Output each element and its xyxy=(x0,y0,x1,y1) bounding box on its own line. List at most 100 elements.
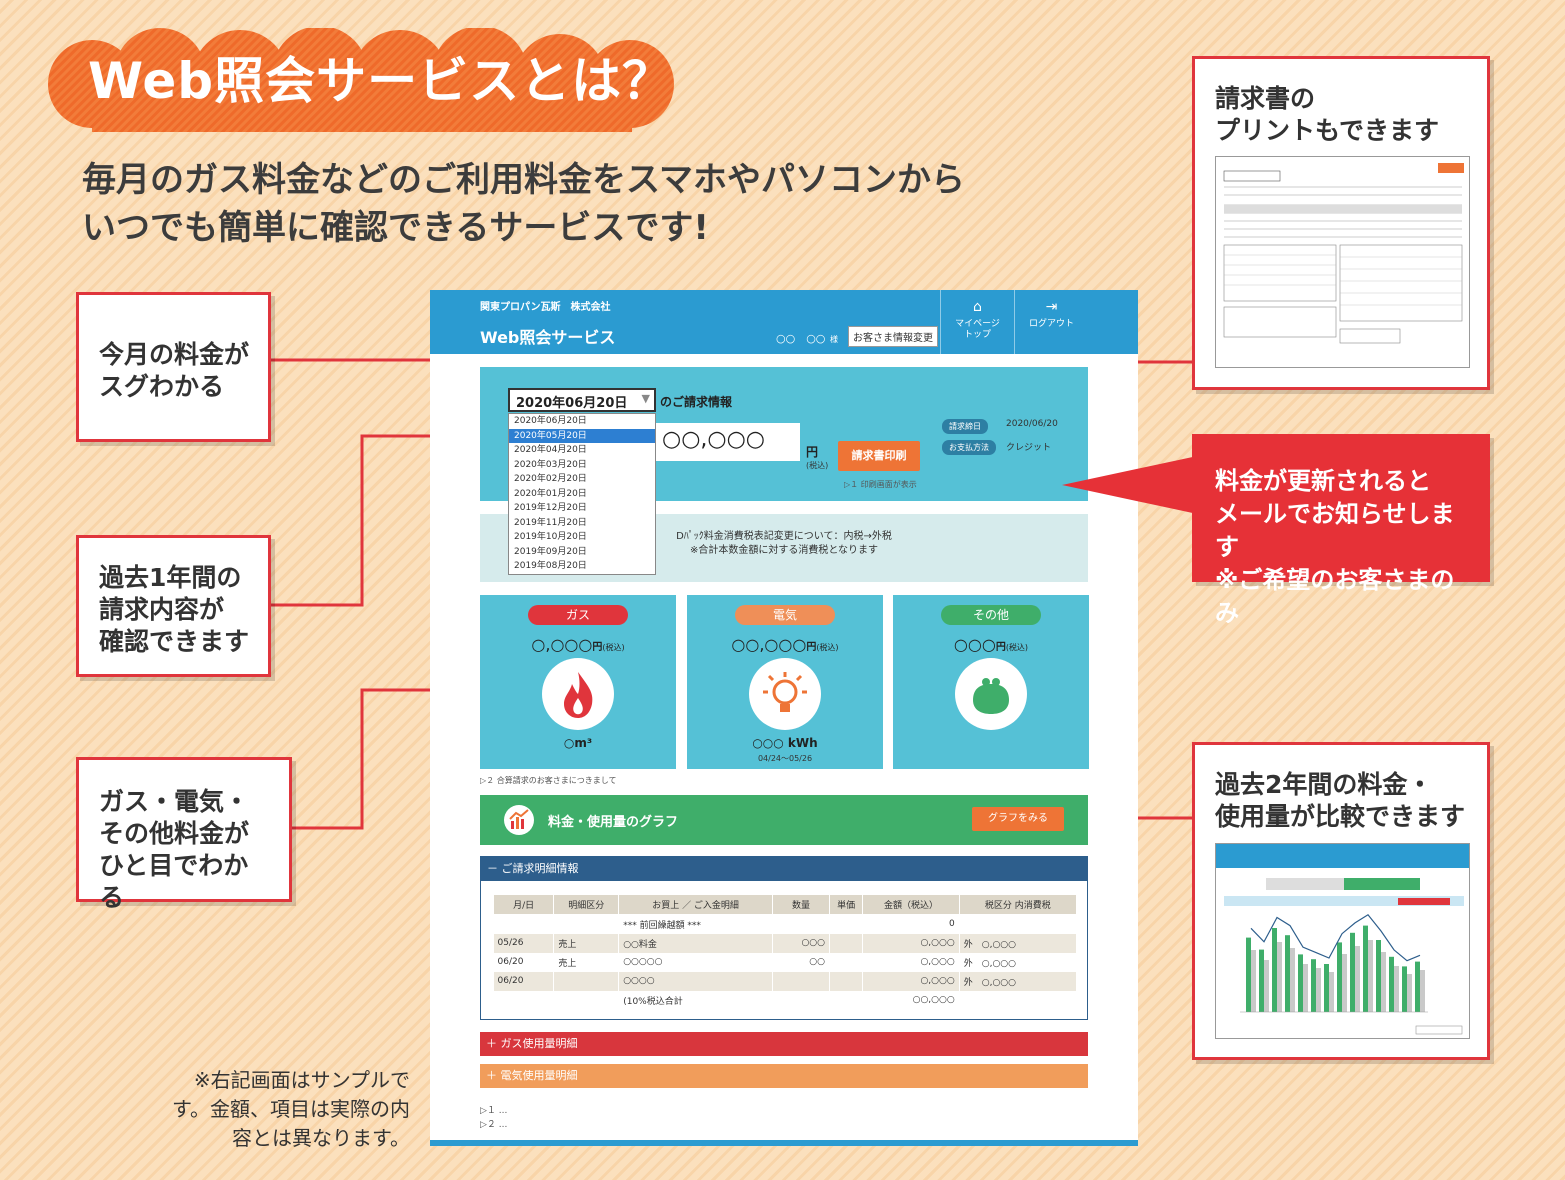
thumb-bar xyxy=(1316,968,1321,1012)
thumb-bar xyxy=(1342,954,1347,1012)
utility-amount: ○,○○○円(税込) xyxy=(531,635,625,654)
detail-header[interactable]: － ご請求明細情報 xyxy=(481,857,1087,881)
table-header: 月/日 xyxy=(492,894,555,915)
print-note: ▷１ 印刷画面が表示 xyxy=(844,480,917,489)
thumb-bar xyxy=(1389,956,1394,1012)
utility-card-electricity[interactable]: 電気 ○○,○○○円(税込) ○○○ kWh 04/24～05/26 xyxy=(687,595,883,769)
table-cell xyxy=(959,990,1078,1010)
print-invoice-button[interactable]: 請求書印刷 xyxy=(838,441,920,471)
sample-note: ※右記画面はサンプルです。金額、項目は実際の内容とは異なります。 xyxy=(172,1068,410,1150)
customer-info-button[interactable]: お客さま情報変更 xyxy=(848,326,938,347)
table-cell: 外 ○,○○○ xyxy=(959,971,1078,991)
dropdown-option[interactable]: 2020年06月20日 xyxy=(514,416,587,426)
notice-line: ※合計本数金額に対する消費税となります xyxy=(689,545,879,556)
dropdown-option[interactable]: 2020年03月20日 xyxy=(514,459,587,470)
web-service-screen: 関東プロパン瓦斯 株式会社 Web照会サービス ○○ ○○ 様 お客さま情報変更… xyxy=(430,290,1138,1146)
dropdown-option[interactable]: 2020年01月20日 xyxy=(514,488,587,499)
nav-label: ログアウト xyxy=(1028,319,1074,329)
thumb-bar xyxy=(1329,972,1334,1012)
thumb-bar xyxy=(1394,966,1399,1012)
table-cell xyxy=(829,914,864,934)
table-header: 数量 xyxy=(771,894,831,915)
thumb-bar xyxy=(1246,937,1251,1012)
table-cell xyxy=(829,952,864,972)
thumb-bar xyxy=(1415,961,1420,1012)
thumb-bar xyxy=(1363,925,1368,1012)
utility-tag: その他 xyxy=(941,605,1041,625)
thumb-bar xyxy=(1298,954,1303,1012)
table-cell: ○,○○○ xyxy=(862,971,960,991)
table-cell xyxy=(829,971,864,991)
table-cell: ○,○○○ xyxy=(862,933,960,953)
utility-amount: ○○,○○○円(税込) xyxy=(731,635,839,654)
callout-arrow xyxy=(1062,455,1202,519)
utility-tag: ガス xyxy=(528,605,628,625)
utility-card-other[interactable]: その他 ○○○円(税込) xyxy=(893,595,1089,769)
table-header: 明細区分 xyxy=(553,894,620,915)
callout-text: ガス・電気・ その他料金が ひと目でわかる xyxy=(99,787,250,912)
table-cell: ○○○○ xyxy=(618,971,773,991)
table-cell xyxy=(493,990,555,1010)
table-header: 税区分 内消費税 xyxy=(958,894,1078,915)
thumb-bar xyxy=(1368,940,1373,1012)
dropdown-option[interactable]: 2019年11月20日 xyxy=(514,517,587,528)
table-cell xyxy=(772,990,831,1010)
thumb-bar xyxy=(1290,948,1295,1012)
home-icon: ⌂ xyxy=(973,299,982,315)
dropdown-option[interactable]: 2019年12月20日 xyxy=(514,503,587,513)
table-cell: 売上 xyxy=(553,952,620,972)
utility-amount: ○○○円(税込) xyxy=(953,635,1029,654)
table-cell xyxy=(493,914,555,934)
callout-text: 過去2年間の料金・ 使用量が比較できます xyxy=(1215,770,1466,831)
callout-overview: ガス・電気・ その他料金が ひと目でわかる xyxy=(76,757,292,912)
title-banner xyxy=(48,28,674,132)
dropdown-option[interactable]: 2019年08月20日 xyxy=(514,561,587,571)
table-cell: ○○,○○○ xyxy=(862,990,960,1010)
table-cell: ○○ xyxy=(772,952,831,972)
thumb-bar xyxy=(1407,974,1412,1012)
page-title: Web照会サービスとは？ xyxy=(88,52,674,110)
closing-date-label: 請求締日 xyxy=(942,419,988,434)
tax-incl-label: (税込) xyxy=(806,461,829,470)
thumb-bar xyxy=(1337,942,1342,1012)
thumb-bar xyxy=(1311,959,1316,1012)
graph-section: 料金・使用量のグラフ グラフをみる xyxy=(480,795,1088,845)
dropdown-option[interactable]: 2020年05月20日 xyxy=(509,428,655,443)
chevron-down-icon: ▼ xyxy=(641,392,650,405)
table-cell: ○,○○○ xyxy=(862,952,960,972)
table-header: お買上 ／ ご入金明細 xyxy=(618,894,773,915)
table-cell: ○○○○○ xyxy=(618,952,773,972)
thumb-bar xyxy=(1277,942,1282,1012)
table-cell: ○○○ xyxy=(772,933,831,953)
table-cell: 06/20 xyxy=(493,952,555,972)
nav-mypage-top[interactable]: ⌂ マイページ トップ xyxy=(940,290,1014,354)
electricity-usage-detail-toggle[interactable]: ＋ 電気使用量明細 xyxy=(480,1064,1088,1088)
utility-card-gas[interactable]: ガス ○,○○○円(税込) ○m³ xyxy=(480,595,676,769)
dropdown-option[interactable]: 2020年02月20日 xyxy=(514,474,587,484)
billing-date-select[interactable]: 2020年06月20日 ▼ xyxy=(508,388,656,412)
billing-detail-section: － ご請求明細情報 月/日明細区分お買上 ／ ご入金明細数量単価金額（税込）税区… xyxy=(480,856,1088,1020)
thumb-bar xyxy=(1402,966,1407,1012)
dropdown-option[interactable]: 2020年04月20日 xyxy=(514,445,587,455)
nav-logout[interactable]: ⇥ ログアウト xyxy=(1014,290,1088,354)
table-cell xyxy=(553,971,620,991)
billing-date-dropdown[interactable]: 2020年06月20日 2020年05月20日 2020年04月20日 2020年03… xyxy=(508,413,656,575)
subtitle-line: いつでも簡単に確認できるサービスです! xyxy=(82,208,709,248)
view-graph-button[interactable]: グラフをみる xyxy=(972,807,1064,831)
dropdown-option[interactable]: 2019年09月20日 xyxy=(514,546,587,557)
table-cell: *** 前回繰越額 *** xyxy=(618,914,773,934)
company-name: 関東プロパン瓦斯 株式会社 xyxy=(480,302,611,313)
flame-icon xyxy=(542,658,614,730)
gas-usage-detail-toggle[interactable]: ＋ ガス使用量明細 xyxy=(480,1032,1088,1056)
callout-text: 過去1年間の 請求内容が 確認できます xyxy=(99,563,250,656)
closing-date: 2020/06/20 xyxy=(1006,419,1058,429)
dropdown-option[interactable]: 2019年10月20日 xyxy=(514,532,587,542)
payment-method-label: お支払方法 xyxy=(942,440,996,455)
thumb-bar xyxy=(1264,960,1269,1012)
user-suffix: 様 xyxy=(830,335,838,344)
yen-label: 円 xyxy=(806,445,819,459)
thumb-bar xyxy=(1350,932,1355,1012)
table-cell: 外 ○,○○○ xyxy=(959,933,1078,953)
